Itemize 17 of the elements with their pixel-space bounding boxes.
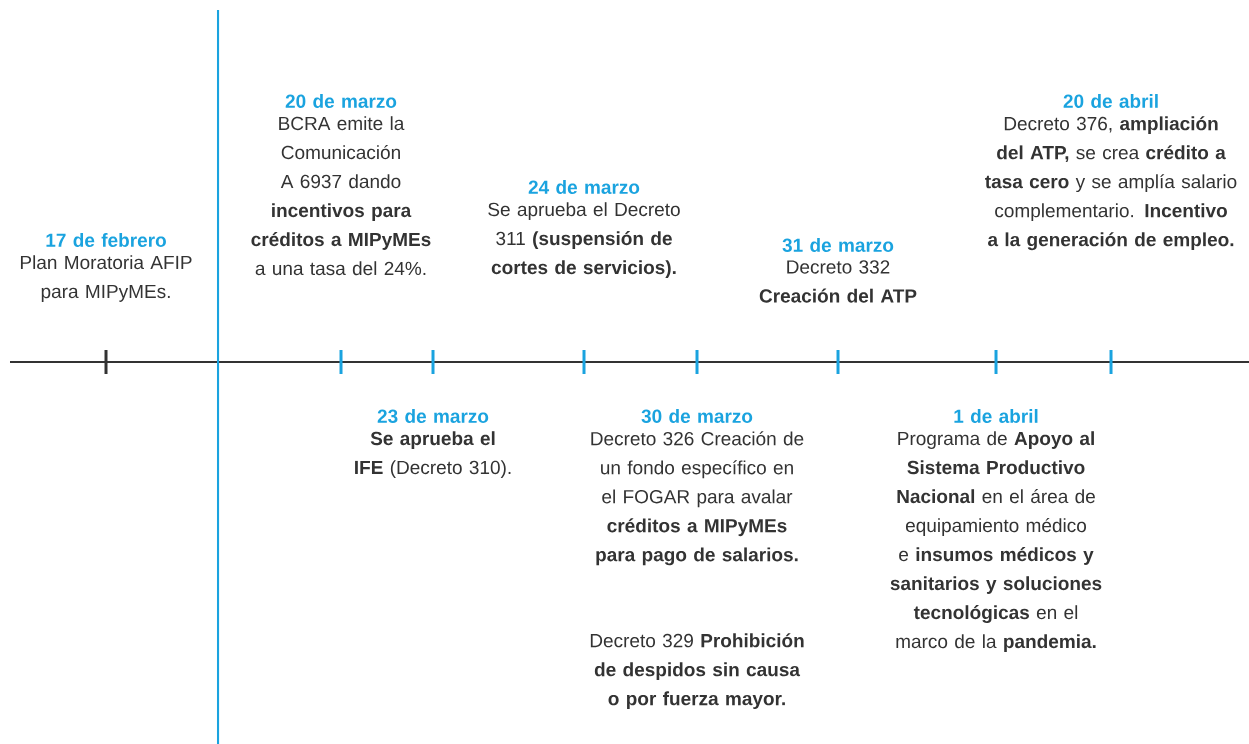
event-text: Plan Moratoria AFIP para MIPyMEs. xyxy=(20,255,192,302)
date-label: 1 de abril xyxy=(954,409,1038,423)
date-label: 31 de marzo xyxy=(782,238,894,252)
event-text: BCRA emite la Comunicación A 6937 dando incentivos para créditos a MIPyMEs a una tasa del 24%. xyxy=(251,116,431,276)
date-label: 30 de marzo xyxy=(641,409,753,423)
event-text: Se aprueba el IFE (Decreto 310). xyxy=(355,431,511,478)
date-label: 17 de febrero xyxy=(46,233,166,247)
event-text: Decreto 329 Prohibición de despidos sin causa o por fuerza mayor. xyxy=(590,633,804,710)
date-label: 20 de marzo xyxy=(285,94,397,108)
event-text: Decreto 332 Creación del ATP xyxy=(759,260,917,303)
event-text: Decreto 326 Creación de un fondo específico en el FOGAR para avalar créditos a MIPyMEs para pago de salarios. xyxy=(591,431,804,566)
event-text: Se aprueba el Decreto 311 (suspensión de cortes de servicios). xyxy=(488,202,680,278)
date-label: 24 de marzo xyxy=(528,180,640,194)
date-label: 23 de marzo xyxy=(377,409,489,423)
event-text: Programa de Apoyo al Sistema Productivo Nacional en el área de equipamiento médico e insumos médicos y sanitarios y soluciones tecnológicas en el marco de la pandemia. xyxy=(890,431,1102,652)
event-text: Decreto 376, ampliación del ATP, se crea crédito a tasa cero y se amplía salario complementario. Incentivo a la generación de empleo. xyxy=(985,116,1237,251)
date-label: 20 de abril xyxy=(1063,94,1158,108)
